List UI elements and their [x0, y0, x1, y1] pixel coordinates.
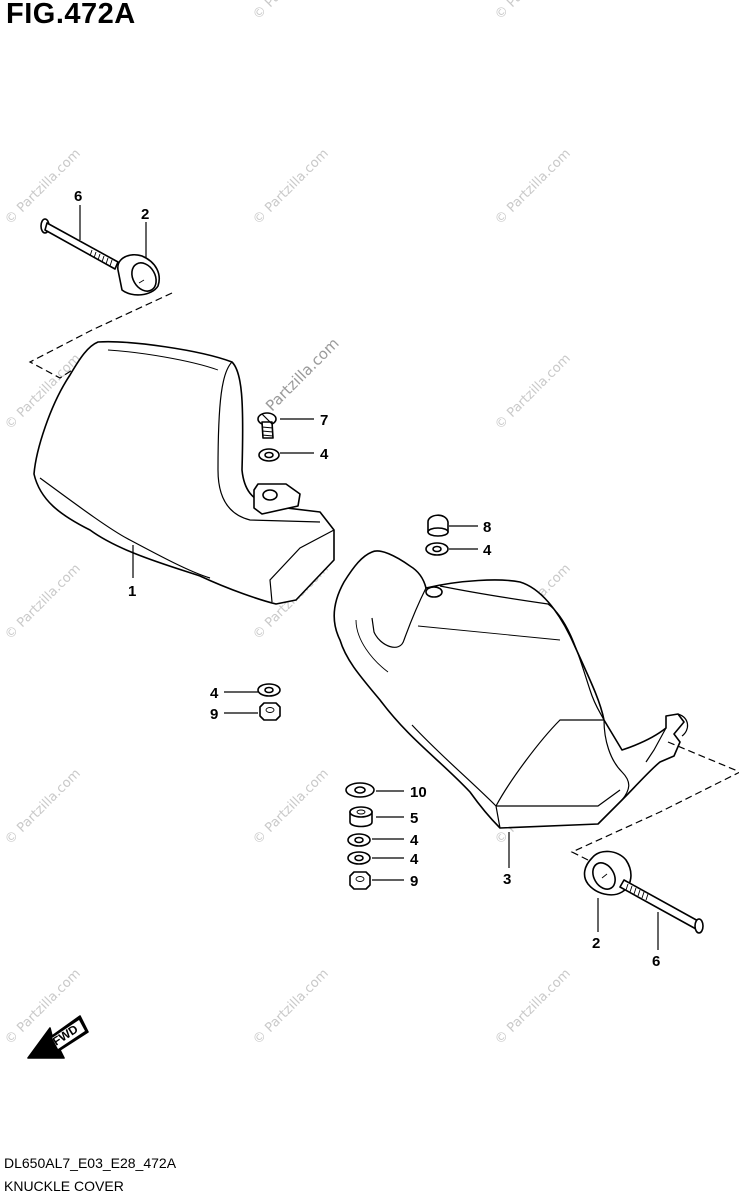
callout-4: 4	[483, 542, 492, 559]
callout-2: 2	[592, 935, 600, 952]
knuckle-cover-1	[33, 340, 335, 605]
washer-4-low-b	[347, 851, 371, 865]
callout-6: 6	[652, 953, 660, 970]
knuckle-cover-3	[333, 550, 689, 829]
guide-line-upper	[28, 292, 173, 379]
callout-9: 9	[410, 873, 418, 890]
callout-1: 1	[128, 583, 136, 600]
watermark: © Partzilla.com	[2, 146, 84, 228]
callout-5: 5	[410, 810, 418, 827]
guide-line-lower	[570, 741, 739, 861]
callout-8: 8	[483, 519, 491, 536]
watermark: © Partzilla.com	[492, 146, 574, 228]
watermark: © Partzilla.com	[492, 351, 574, 433]
nut-9-mid	[259, 702, 281, 721]
washer-4-upper	[258, 448, 280, 462]
watermark: © Partzilla.com	[492, 0, 574, 23]
washer-10	[345, 782, 375, 798]
callout-labels: 6 2 1 7 4 8 4 4 9 10 5 4 4 9 3 2 6	[74, 188, 660, 970]
watermark: © Partzilla.com	[250, 146, 332, 228]
figure-code: DL650AL7_E03_E28_472A	[4, 1155, 177, 1171]
watermark: © Partzilla.com	[250, 966, 332, 1048]
callout-10: 10	[410, 784, 427, 801]
figure-name: KNUCKLE COVER	[4, 1178, 124, 1194]
spacer-2-lower	[583, 850, 632, 896]
watermark: © Partzilla.com	[2, 561, 84, 643]
callout-4: 4	[210, 685, 219, 702]
callout-3: 3	[503, 871, 511, 888]
nut-9-low	[349, 871, 371, 890]
callout-4: 4	[410, 851, 419, 868]
spacer-2-upper	[117, 254, 160, 296]
callout-7: 7	[320, 412, 328, 429]
watermark: © Partzilla.com	[2, 766, 84, 848]
collar-5	[349, 806, 373, 828]
watermark-center: Partzilla.com	[262, 334, 343, 415]
callout-4: 4	[320, 446, 329, 463]
watermark: © Partzilla.com	[492, 966, 574, 1048]
washer-4-right	[425, 542, 449, 556]
bolt-6-upper	[40, 218, 119, 270]
cap-nut-8	[427, 514, 449, 537]
callout-2: 2	[141, 206, 149, 223]
bolt-6-lower	[619, 879, 704, 934]
callout-6: 6	[74, 188, 82, 205]
callout-9: 9	[210, 706, 218, 723]
forward-arrow-icon: FWD	[27, 1015, 89, 1059]
washer-4-mid	[257, 683, 281, 697]
figure-title: FIG.472A	[6, 0, 136, 30]
watermark: © Partzilla.com	[250, 0, 332, 23]
callout-4: 4	[410, 832, 419, 849]
screw-7	[257, 412, 277, 439]
watermark: © Partzilla.com	[250, 766, 332, 848]
leader-lines	[79, 205, 659, 950]
washer-4-low-a	[347, 833, 371, 847]
